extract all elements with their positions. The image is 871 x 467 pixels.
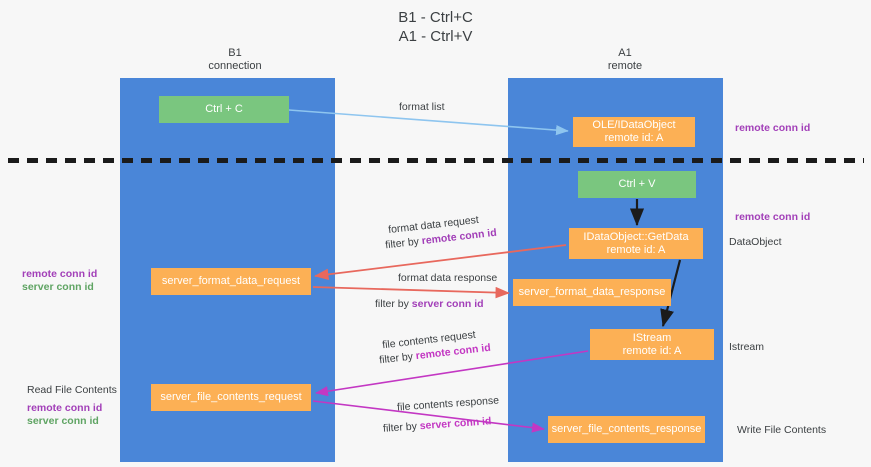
column-header-a1: A1 remote [535, 47, 715, 73]
side-label-conn-ids-top: remote conn id server conn id [22, 268, 97, 294]
box-server-format-data-response-label: server_format_data_response [518, 286, 666, 298]
column-header-b1-name: B1 [228, 47, 242, 59]
box-istream-line2: remote id: A [622, 344, 682, 357]
box-ctrl-c-label: Ctrl + C [205, 103, 243, 115]
box-server-format-data-request-label: server_format_data_request [161, 275, 301, 287]
title-line-2: A1 - Ctrl+V [398, 28, 473, 45]
box-data-object-line2: remote id: A [604, 132, 664, 144]
box-istream[interactable]: IStream remote id: A [590, 329, 714, 360]
arrow-file-contents-request [315, 350, 589, 397]
page-title: B1 - Ctrl+C A1 - Ctrl+V [0, 8, 871, 46]
box-server-file-contents-request[interactable]: server_file_contents_request [151, 384, 311, 411]
side-label-remote-conn-id-1: remote conn id [22, 268, 98, 280]
side-label-remote-conn-id-2: remote conn id [27, 402, 103, 414]
box-get-data[interactable]: IDataObject::GetData remote id: A [569, 228, 703, 259]
arrow-file-contents-response [312, 400, 545, 433]
side-label-remote-conn-id-mid: remote conn id [735, 211, 811, 223]
side-label-conn-ids-bottom: remote conn id server conn id [27, 402, 102, 428]
column-header-a1-name: A1 [618, 47, 632, 59]
box-ctrl-c[interactable]: Ctrl + C [159, 96, 289, 123]
filter-prefix: filter by [375, 298, 412, 310]
arrow-format-data-request [314, 244, 567, 281]
side-label-dataobject: DataObject [729, 236, 782, 248]
phase-divider [8, 158, 864, 163]
box-server-file-contents-response-label: server_file_contents_response [551, 423, 702, 435]
box-data-object[interactable]: OLE/IDataObject remote id: A [573, 117, 695, 147]
column-header-a1-role: remote [607, 60, 643, 72]
box-server-file-contents-response[interactable]: server_file_contents_response [548, 416, 705, 443]
box-server-file-contents-request-label: server_file_contents_request [160, 391, 302, 403]
filter-prefix: filter by [382, 420, 421, 435]
box-istream-line1: IStream [632, 331, 672, 344]
side-label-remote-conn-id-top: remote conn id [735, 122, 811, 134]
arrow-getdata-to-istream [660, 259, 682, 328]
label-format-data-response-filter: filter by server conn id [375, 298, 484, 311]
arrow-format-data-response [312, 286, 510, 299]
side-label-read-file-contents: Read File Contents [27, 384, 117, 396]
side-label-istream: Istream [729, 341, 765, 353]
box-server-format-data-request[interactable]: server_format_data_request [151, 268, 311, 295]
box-ctrl-v[interactable]: Ctrl + V [578, 171, 696, 198]
side-label-server-conn-id-2: server conn id [27, 415, 99, 427]
filter-key-server-conn-id: server conn id [411, 298, 484, 310]
title-line-1: B1 - Ctrl+C [398, 9, 473, 26]
box-server-format-data-response[interactable]: server_format_data_response [513, 279, 671, 306]
box-get-data-line1: IDataObject::GetData [583, 230, 689, 243]
arrow-format-list [288, 109, 569, 136]
column-header-b1: B1 connection [145, 47, 325, 73]
box-ctrl-v-label: Ctrl + V [618, 178, 656, 190]
label-format-list: format list [399, 101, 445, 113]
box-get-data-line2: remote id: A [606, 243, 666, 256]
side-label-server-conn-id-1: server conn id [22, 281, 94, 293]
label-format-data-response: format data response [398, 272, 498, 284]
side-label-write-file-contents: Write File Contents [737, 424, 827, 436]
box-data-object-line1: OLE/IDataObject [592, 119, 676, 131]
column-header-b1-role: connection [208, 60, 262, 72]
